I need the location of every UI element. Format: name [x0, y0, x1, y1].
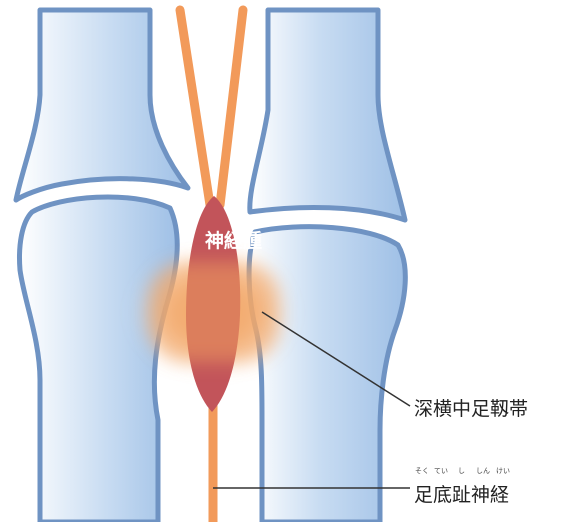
nerve-ruby-5: けい	[496, 466, 510, 476]
neuroma-label: 神経腫	[205, 226, 262, 253]
right-metatarsal-bone	[250, 10, 405, 220]
ligament-label: 深横中足靱帯	[414, 394, 528, 421]
nerve-label-text: 足底趾神経	[414, 484, 509, 506]
nerve-branch-right	[220, 10, 243, 205]
nerve-label: そく てい し しん けい 足底趾神経	[414, 480, 509, 507]
nerve-ruby-4: しん	[476, 466, 490, 476]
left-metatarsal-bone	[16, 10, 188, 200]
nerve-ruby-1: そく	[415, 466, 429, 476]
nerve-ruby-3: し	[458, 466, 465, 476]
nerve-branch-left	[180, 10, 210, 205]
nerve-ruby-2: てい	[434, 466, 448, 476]
inflammation-overlay	[150, 262, 278, 362]
